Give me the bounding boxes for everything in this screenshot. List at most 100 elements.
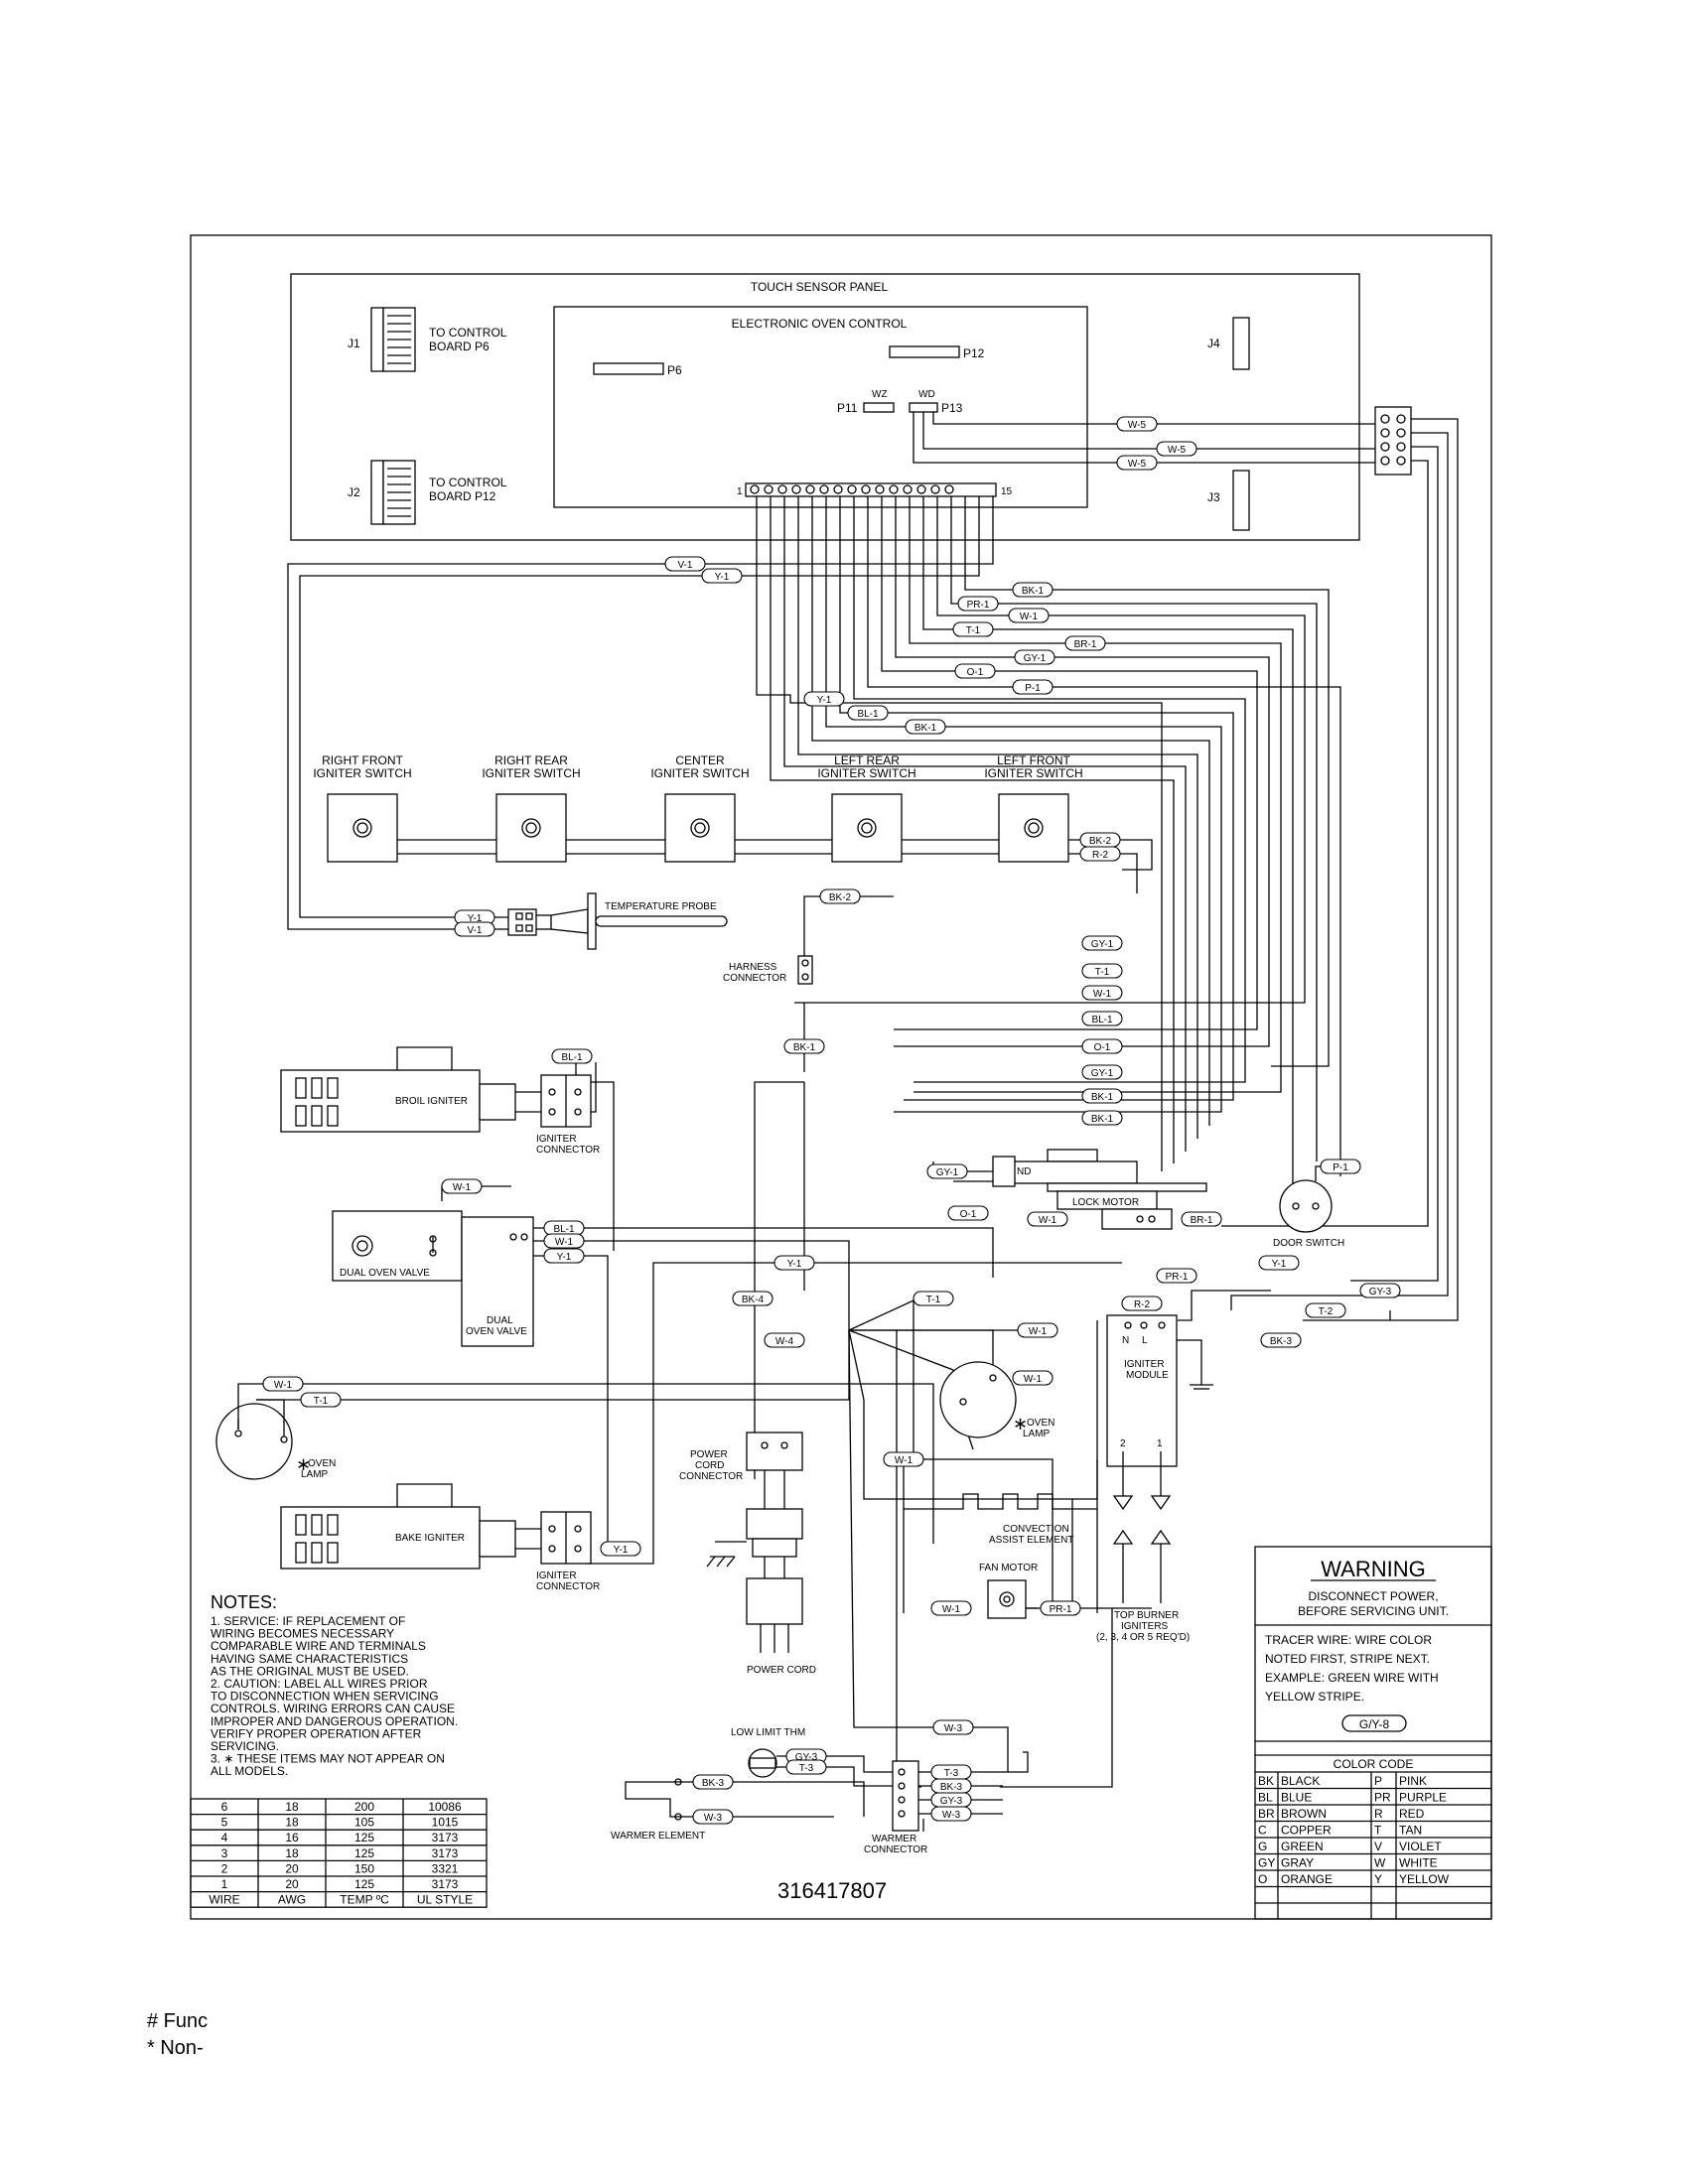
svg-text:IGNITER SWITCH: IGNITER SWITCH (817, 766, 915, 780)
svg-text:15: 15 (1001, 486, 1013, 497)
wire-tag: W-5 (1116, 455, 1158, 471)
svg-text:1: 1 (1157, 1438, 1163, 1449)
color-code-cell: BLUE (1281, 1791, 1312, 1805)
svg-text:IGNITER SWITCH: IGNITER SWITCH (984, 766, 1082, 780)
wire-tag: BK-1 (1081, 1088, 1123, 1104)
svg-text:W-1: W-1 (555, 1237, 574, 1248)
wire-tag: Y-1 (774, 1255, 815, 1271)
connector-j4 (1232, 317, 1250, 370)
svg-text:Y-1: Y-1 (1272, 1259, 1287, 1270)
wire-tag: V-1 (664, 556, 706, 572)
wire-table-cell: 200 (354, 1800, 374, 1814)
note-line: HAVING SAME CHARACTERISTICS (211, 1652, 408, 1666)
svg-text:WARNING: WARNING (1321, 1557, 1426, 1581)
svg-text:Y-1: Y-1 (787, 1259, 802, 1270)
svg-text:G/Y-8: G/Y-8 (1359, 1717, 1390, 1731)
svg-text:W-3: W-3 (944, 1723, 963, 1734)
svg-text:GY-3: GY-3 (795, 1752, 818, 1763)
svg-text:T-3: T-3 (944, 1768, 959, 1779)
svg-text:W-1: W-1 (1020, 612, 1039, 622)
svg-text:O-1: O-1 (967, 667, 984, 678)
wire-tag: BL-1 (551, 1048, 593, 1064)
svg-text:W-1: W-1 (453, 1182, 472, 1193)
control-pin (944, 484, 954, 494)
svg-text:RIGHT REAR: RIGHT REAR (494, 753, 568, 767)
svg-text:IGNITER: IGNITER (536, 1570, 577, 1581)
wire-tag: PR-1 (957, 596, 999, 612)
connector-j2: J2 TO CONTROL BOARD P12 (348, 460, 507, 525)
control-pin (889, 484, 899, 494)
wire-tag: GY-1 (1081, 1064, 1123, 1080)
svg-text:W-5: W-5 (1168, 445, 1187, 456)
svg-text:LAMP: LAMP (301, 1469, 329, 1480)
svg-text:YELLOW STRIPE.: YELLOW STRIPE. (1265, 1690, 1364, 1704)
wire-tag: GY-1 (1014, 649, 1055, 665)
svg-text:ND: ND (1017, 1166, 1031, 1177)
color-code-cell: W (1374, 1856, 1386, 1870)
svg-text:O-1: O-1 (960, 1209, 977, 1220)
svg-text:BK-3: BK-3 (702, 1778, 725, 1789)
color-code-cell: BL (1258, 1791, 1273, 1805)
svg-text:T-1: T-1 (1095, 967, 1110, 978)
warning-block: WARNING DISCONNECT POWER, BEFORE SERVICI… (1254, 1546, 1492, 1920)
color-code-cell: TAN (1399, 1824, 1422, 1838)
svg-text:BL-1: BL-1 (561, 1052, 583, 1063)
lock-motor: ND LOCK MOTOR (932, 1149, 1207, 1230)
svg-text:FAN MOTOR: FAN MOTOR (979, 1563, 1038, 1573)
svg-text:TOP BURNER: TOP BURNER (1114, 1610, 1179, 1621)
wire-tag: P-1 (1320, 1159, 1361, 1174)
note-line: SERVICING. (211, 1739, 279, 1753)
wire-tag: W-1 (1008, 608, 1050, 623)
wire-table-cell: 105 (354, 1816, 374, 1830)
wire-tag: BK-3 (1260, 1332, 1302, 1348)
wire-table-cell: 4 (221, 1831, 228, 1844)
svg-text:LEFT REAR: LEFT REAR (834, 753, 900, 767)
control-pin (903, 484, 913, 494)
wire-tag: BK-2 (1079, 832, 1121, 848)
color-code-cell: ORANGE (1281, 1872, 1333, 1886)
wire-tag: BK-1 (783, 1038, 825, 1054)
control-pin (819, 484, 829, 494)
wire-table-cell: 3173 (432, 1831, 459, 1844)
svg-text:BK-1: BK-1 (914, 723, 937, 734)
wire-tag: W-1 (262, 1376, 304, 1392)
wire-table-cell: 3173 (432, 1846, 459, 1860)
svg-text:COLOR CODE: COLOR CODE (1334, 1757, 1414, 1771)
wire-tag: BR-1 (1181, 1211, 1222, 1227)
svg-text:IGNITERS: IGNITERS (1121, 1621, 1169, 1632)
panel-title: TOUCH SENSOR PANEL (751, 280, 889, 294)
connector-j1: J1 TO CONTROL BOARD P6 (348, 307, 507, 372)
svg-text:W-5: W-5 (1128, 420, 1147, 431)
wire-tag: W-1 (1012, 1370, 1054, 1386)
wire-tag: R-2 (1121, 1296, 1163, 1311)
svg-text:NOTES:: NOTES: (211, 1592, 277, 1612)
svg-text:T-2: T-2 (1319, 1306, 1334, 1317)
temperature-probe: TEMPERATURE PROBE (507, 892, 728, 950)
svg-text:IGNITER SWITCH: IGNITER SWITCH (482, 766, 580, 780)
wire-tag: Y-1 (701, 568, 743, 584)
wire-tag: BK-2 (819, 888, 861, 904)
wire-table-cell: 6 (221, 1800, 228, 1814)
wire-table-cell: 125 (354, 1831, 374, 1844)
wire-tag: W-3 (692, 1809, 734, 1825)
note-line: COMPARABLE WIRE AND TERMINALS (211, 1639, 426, 1653)
note-line: VERIFY PROPER OPERATION AFTER (211, 1726, 422, 1740)
svg-text:NOTED FIRST, STRIPE NEXT.: NOTED FIRST, STRIPE NEXT. (1265, 1652, 1430, 1666)
control-pin (930, 484, 940, 494)
wire-table-header: AWG (278, 1893, 306, 1907)
dual-oven-valve: DUAL OVEN VALVE DUAL OVEN VALVE (332, 1210, 534, 1347)
warmer-element: WARMER ELEMENT (611, 1778, 705, 1842)
svg-text:GY-3: GY-3 (1369, 1287, 1392, 1297)
oven-lamp-left: ∗ OVEN LAMP (215, 1383, 336, 1480)
svg-text:BK-1: BK-1 (1091, 1092, 1114, 1103)
svg-text:J2: J2 (348, 485, 360, 499)
wire-table-cell: 18 (285, 1816, 299, 1830)
svg-text:IGNITER: IGNITER (536, 1134, 577, 1145)
color-code-cell: WHITE (1399, 1856, 1438, 1870)
wire-table-cell: 1 (221, 1877, 228, 1891)
wire-tag: T-1 (1081, 963, 1123, 979)
